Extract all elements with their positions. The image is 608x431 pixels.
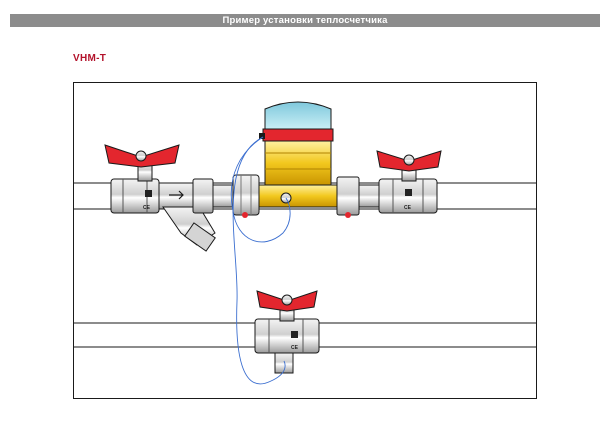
left-valve-ce-mark: CE — [143, 205, 151, 211]
header-bar: Пример установки теплосчетчика — [10, 14, 600, 27]
diagram-frame: CE — [73, 82, 537, 399]
left-union-fitting — [192, 178, 234, 214]
right-union-fitting — [336, 176, 380, 218]
installation-diagram: CE — [74, 101, 536, 385]
lower-ball-valve: CE — [254, 290, 320, 374]
lower-valve-ce-mark: CE — [291, 345, 299, 351]
left-ball-valve: CE — [104, 144, 180, 214]
right-ball-valve: CE — [376, 150, 442, 214]
heat-meter — [232, 101, 338, 218]
sensor-cable — [230, 136, 291, 243]
model-label: VHM-T — [73, 53, 107, 64]
right-valve-ce-mark: CE — [404, 205, 412, 211]
strainer — [158, 182, 216, 252]
header-title: Пример установки теплосчетчика — [222, 15, 388, 26]
sensor-cable-lower — [232, 136, 286, 385]
